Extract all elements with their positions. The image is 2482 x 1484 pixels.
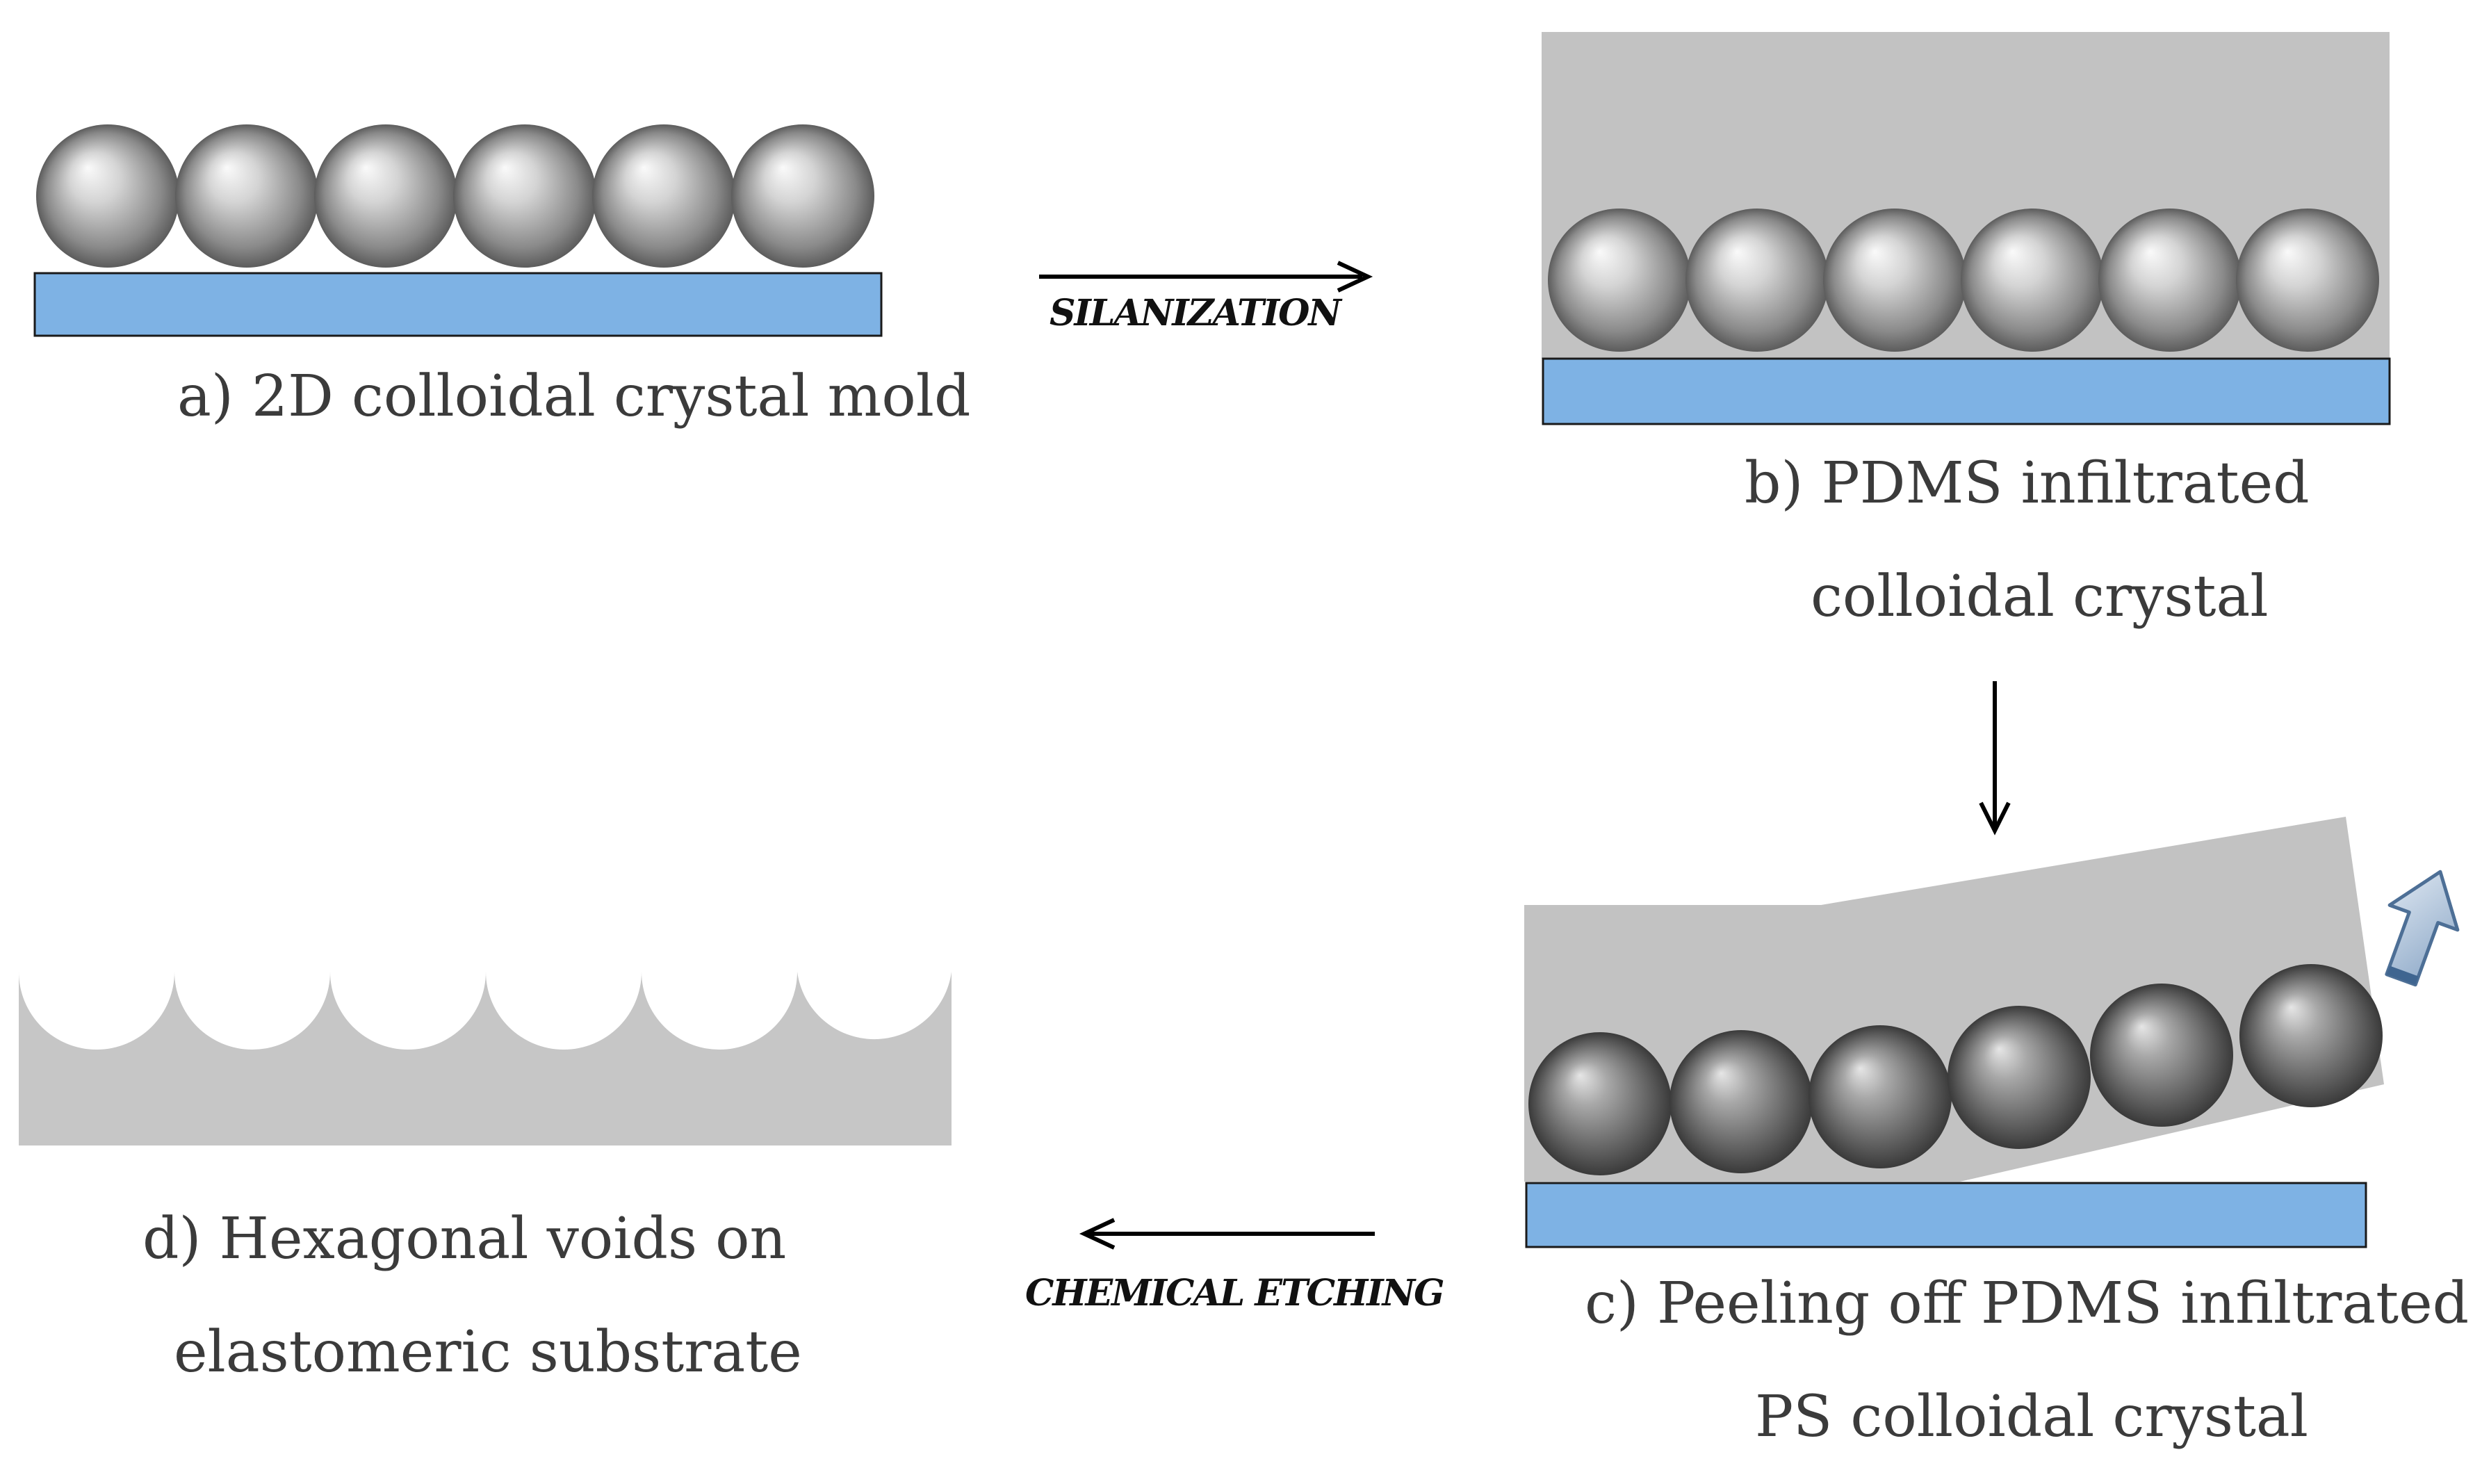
panel-a xyxy=(33,124,883,337)
glass-substrate xyxy=(1525,1182,2367,1248)
panel-a-caption: a) 2D colloidal crystal mold xyxy=(177,364,971,430)
sphere xyxy=(2098,209,2242,352)
panel-c xyxy=(1524,817,2460,1248)
sphere xyxy=(453,124,596,268)
elastomer-substrate-with-voids xyxy=(19,972,952,1145)
panel-d xyxy=(19,972,952,1145)
sphere xyxy=(1669,1030,1813,1173)
sphere xyxy=(314,124,457,268)
panel-d-caption-line2: elastomeric substrate xyxy=(174,1319,802,1385)
sphere xyxy=(175,124,318,268)
panel-c-caption-line2: PS colloidal crystal xyxy=(1755,1384,2309,1450)
panel-c-caption-line1: c) Peeling off PDMS infiltrated xyxy=(1585,1271,2469,1337)
sphere xyxy=(1528,1032,1672,1175)
panel-b-caption-line1: b) PDMS infiltrated xyxy=(1745,450,2310,516)
sphere xyxy=(1948,1006,2091,1149)
down-arrow xyxy=(1979,681,2011,835)
sphere xyxy=(1685,209,1829,352)
panel-b xyxy=(1542,32,2391,425)
sphere xyxy=(2239,964,2383,1107)
sphere xyxy=(36,124,179,268)
sphere xyxy=(2090,984,2233,1127)
sphere xyxy=(2236,209,2379,352)
glass-substrate xyxy=(1542,357,2391,425)
sphere xyxy=(1823,209,1966,352)
silanization-arrow xyxy=(1039,261,1373,293)
sphere xyxy=(1548,209,1691,352)
silanization-label: SILANIZATION xyxy=(1050,292,1341,334)
peel-direction-arrow-icon xyxy=(2385,870,2460,987)
sphere xyxy=(1961,209,2104,352)
sphere xyxy=(731,124,874,268)
sphere xyxy=(592,124,735,268)
panel-b-caption-line2: colloidal crystal xyxy=(1811,564,2269,630)
panel-d-caption-line1: d) Hexagonal voids on xyxy=(142,1206,787,1272)
glass-substrate xyxy=(33,272,883,337)
sphere xyxy=(1809,1025,1952,1168)
chemical-etching-label: CHEMICAL ETCHING xyxy=(1025,1272,1445,1314)
chemical-etching-arrow xyxy=(1079,1218,1375,1250)
